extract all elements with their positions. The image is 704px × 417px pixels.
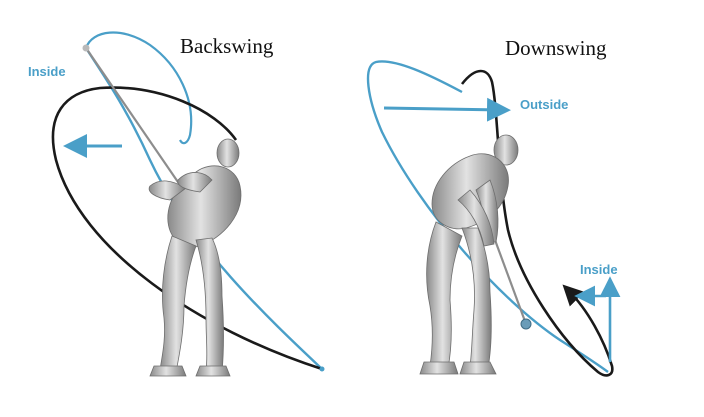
backswing-inside-label: Inside xyxy=(28,64,66,79)
downswing-title-text: Downswing xyxy=(505,36,607,60)
backswing-ball xyxy=(319,366,325,372)
backswing-title-text: Backswing xyxy=(180,34,274,58)
backswing-grip-end xyxy=(82,44,90,52)
downswing-panel xyxy=(366,60,621,377)
downswing-ball xyxy=(520,318,532,330)
arrow-right-icon xyxy=(383,97,511,122)
downswing-golfer-figure xyxy=(419,134,519,375)
backswing-clubhead-loop xyxy=(84,31,193,145)
downswing-inside-label: Inside xyxy=(580,262,618,277)
downswing-club-shaft xyxy=(493,239,528,325)
backswing-club-path xyxy=(51,86,323,371)
backswing-golfer-figure xyxy=(148,138,242,377)
downswing-plane-line xyxy=(366,60,609,373)
downswing-outside-label: Outside xyxy=(520,97,569,112)
backswing-panel xyxy=(51,31,325,377)
downswing-club-path xyxy=(460,69,614,377)
backswing-club-shaft xyxy=(85,47,181,186)
